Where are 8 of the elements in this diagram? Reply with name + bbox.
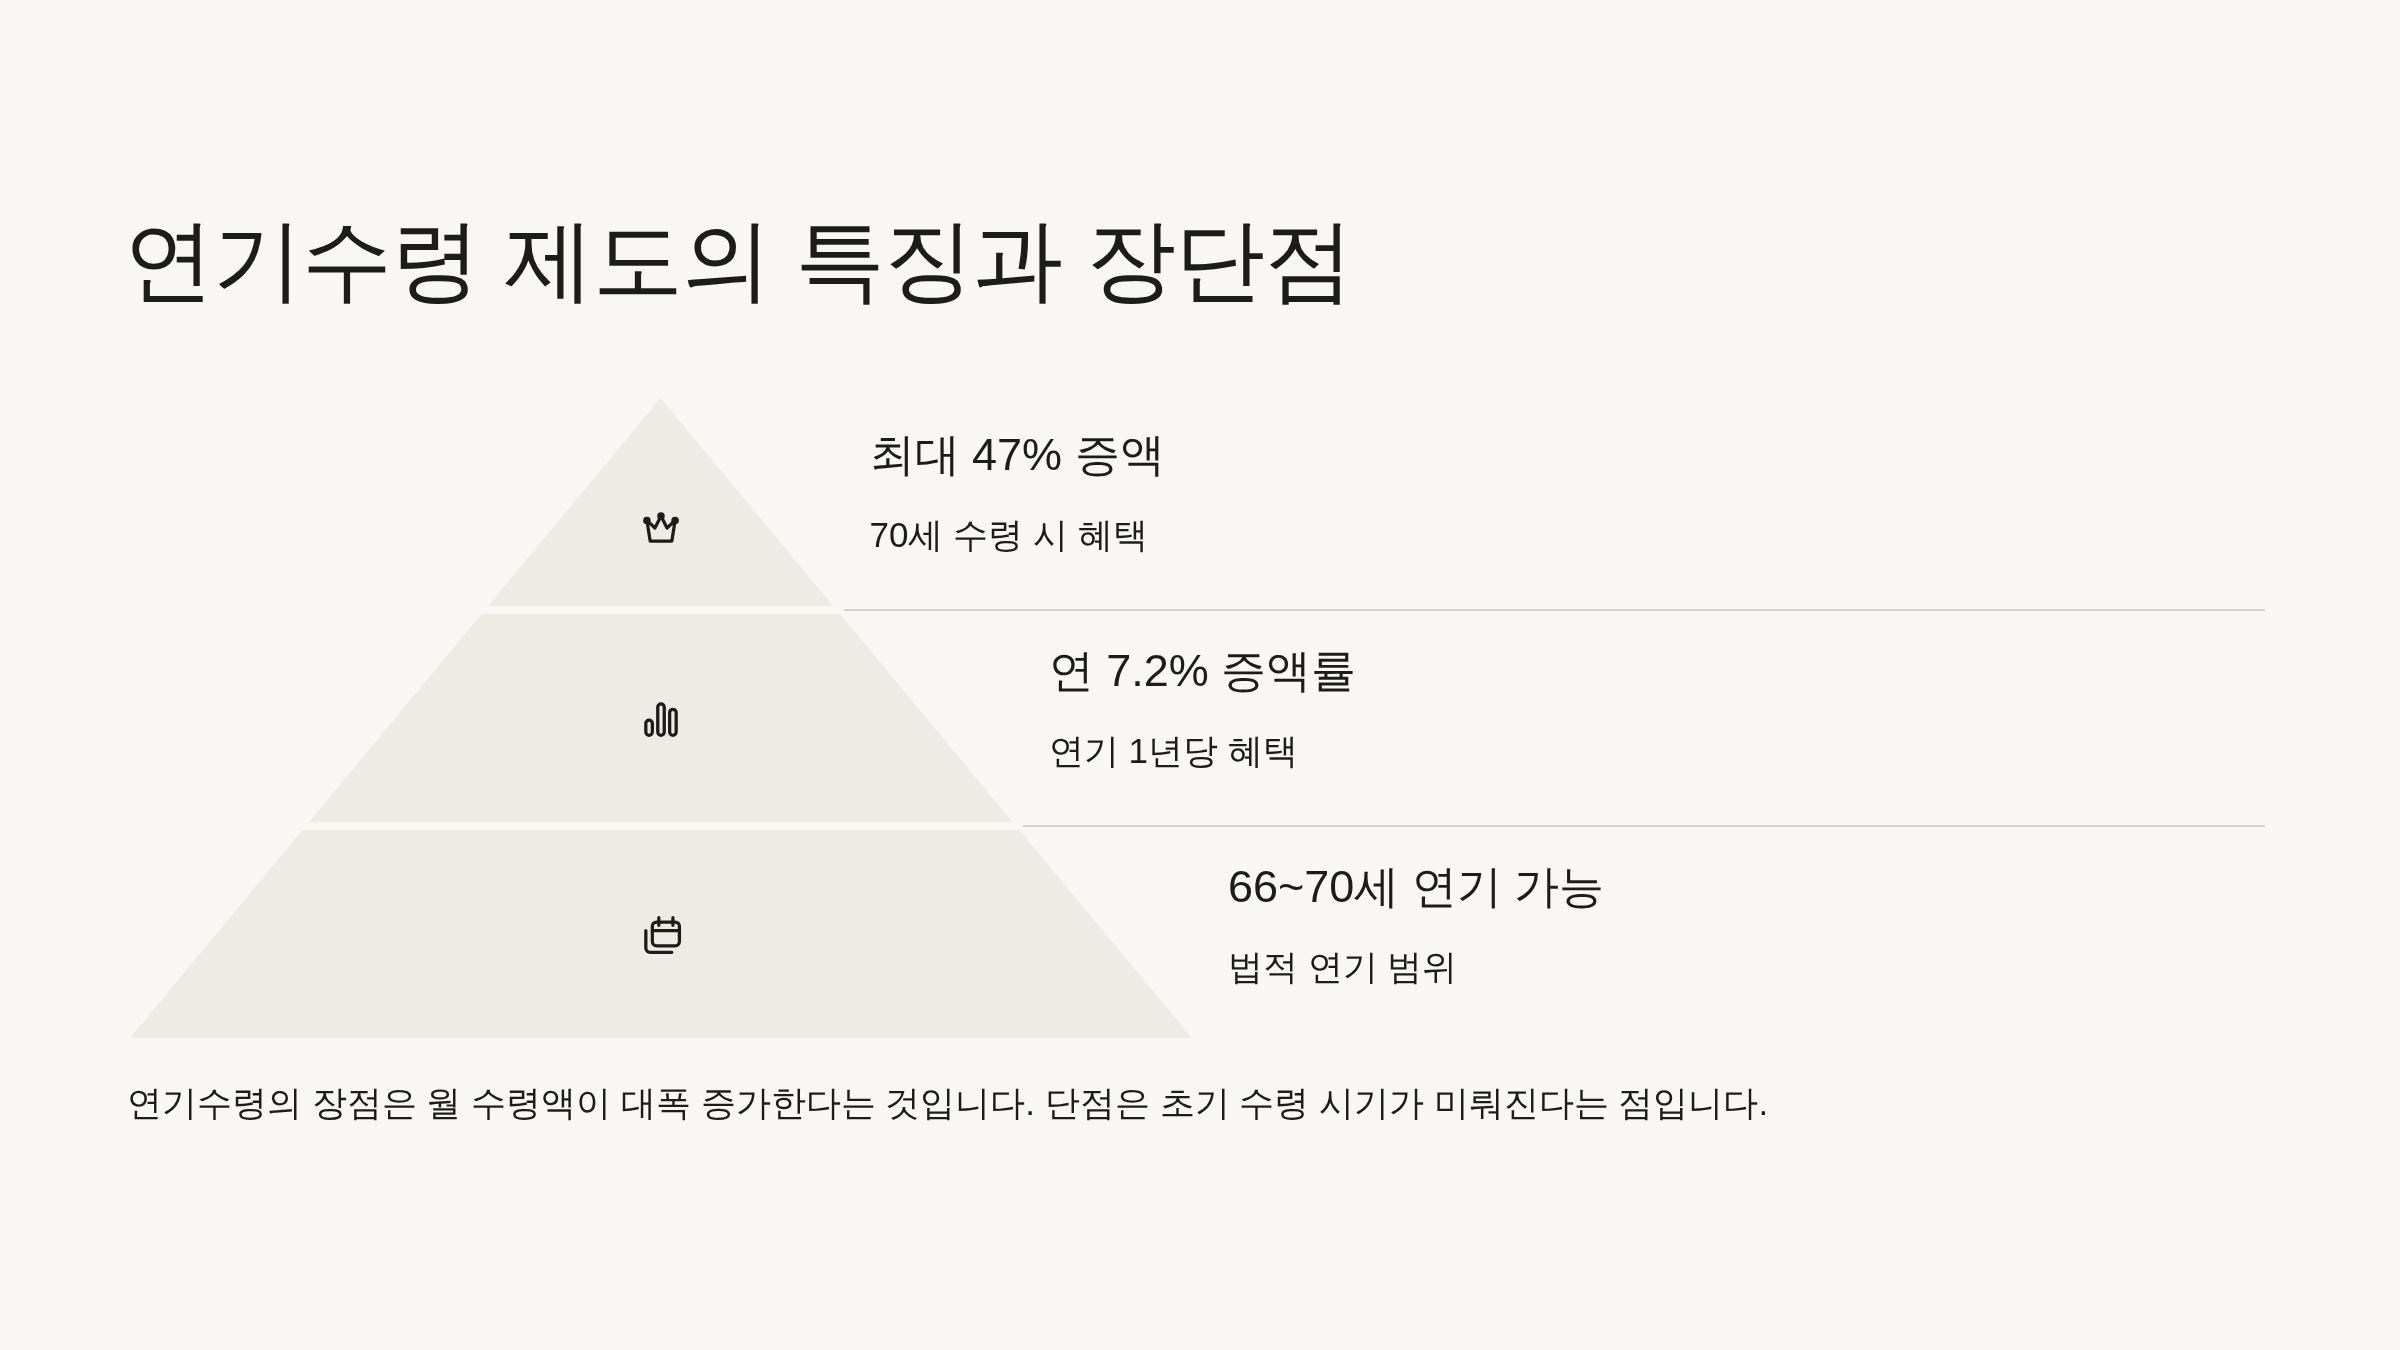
tier-heading: 최대 47% 증액 bbox=[869, 428, 1165, 482]
tier-heading: 66~70세 연기 가능 bbox=[1228, 860, 1605, 914]
slide-title: 연기수령 제도의 특징과 장단점 bbox=[124, 209, 1353, 312]
tier-description: 70세 수령 시 혜택 bbox=[869, 514, 1148, 556]
tier-description: 법적 연기 범위 bbox=[1228, 946, 1458, 988]
tier-heading: 연 7.2% 증액률 bbox=[1048, 644, 1357, 698]
tier-description: 연기 1년당 혜택 bbox=[1048, 730, 1298, 772]
caption-text: 연기수령의 장점은 월 수령액이 대폭 증가한다는 것입니다. 단점은 초기 수령 시기가 미뤄진다는 점입니다. bbox=[127, 1082, 1769, 1124]
